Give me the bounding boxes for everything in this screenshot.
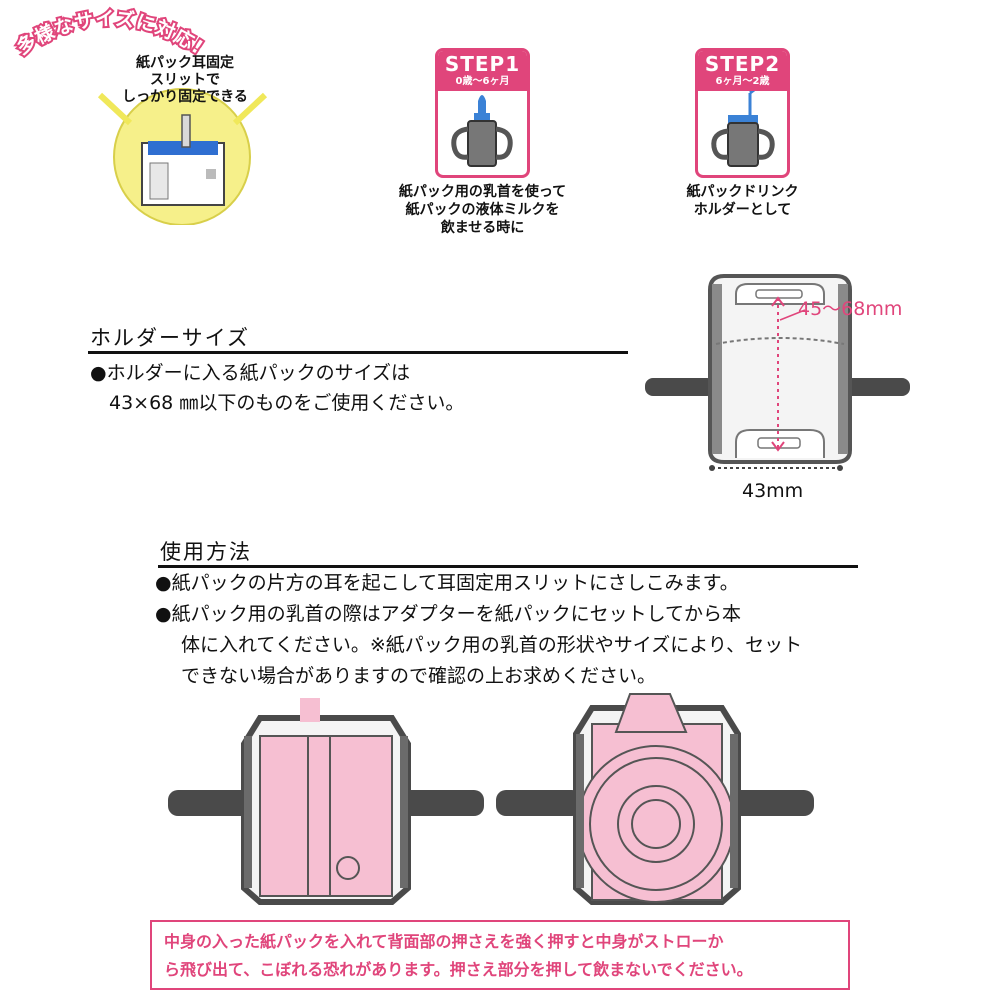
carton-adapter-front-view-illustration [496, 693, 814, 905]
holder-size-rule [88, 351, 628, 354]
usage-diagrams [168, 693, 814, 905]
usage-line: できない場合がありますので確認の上お求めください。 [181, 665, 657, 687]
step1-caption-line: 紙パックの液体ミルクを [405, 202, 560, 218]
usage-line: ●紙パックの片方の耳を起こして耳固定用スリットにさしこみます。 [155, 572, 739, 594]
size-compatibility-headline: 多様なサイズに対応! [10, 5, 208, 61]
warning-box: 中身の入った紙パックを入れて背面部の押さえを強く押すと中身がストローか ら飛び出… [150, 920, 850, 990]
step2-header: STEP2 6ヶ月～2歳 [698, 51, 787, 91]
width-dimension-label: 43mm [742, 480, 804, 502]
usage-rule [158, 565, 858, 568]
step2-card: STEP2 6ヶ月～2歳 [695, 48, 790, 178]
usage-line: ●紙パック用の乳首の際はアダプターを紙パックにセットしてから本 [155, 603, 742, 625]
holder-size-diagram [645, 274, 910, 471]
slit-caption-line: 紙パック耳固定 [136, 55, 234, 71]
nursing-bottle-cup-icon [451, 95, 513, 167]
step2-age: 6ヶ月～2歳 [715, 76, 770, 87]
step1-card: STEP1 0歳～6ヶ月 [435, 48, 530, 178]
slit-caption: 紙パック耳固定 スリットで しっかり固定できる [95, 55, 275, 106]
warning-text: 中身の入った紙パックを入れて背面部の押さえを強く押すと中身がストローか ら飛び出… [164, 928, 753, 984]
usage-line: 体に入れてください。※紙パック用の乳首の形状やサイズにより、セット [181, 634, 803, 656]
slit-caption-line: しっかり固定できる [122, 89, 248, 105]
slit-caption-line: スリットで [150, 72, 220, 88]
step2-caption-line: 紙パックドリンク [686, 184, 799, 200]
step1-caption-line: 飲ませる時に [440, 220, 525, 236]
step1-title: STEP1 [444, 52, 521, 76]
slit-closeup-illustration [97, 88, 268, 225]
step2-caption: 紙パックドリンク ホルダーとして [640, 183, 845, 219]
height-dimension-label: 45～68mm [798, 298, 903, 320]
straw-cup-icon [711, 85, 775, 167]
step1-header: STEP1 0歳～6ヶ月 [438, 51, 527, 91]
holder-size-line: ●ホルダーに入る紙パックのサイズは [90, 362, 411, 384]
step1-caption-line: 紙パック用の乳首を使って [398, 184, 567, 200]
step2-title: STEP2 [704, 52, 781, 76]
warning-line: ら飛び出て、こぼれる恐れがあります。押さえ部分を押して飲まないでください。 [164, 960, 753, 979]
holder-size-line: 43×68 ㎜以下のものをご使用ください。 [90, 392, 465, 414]
usage-text: ●紙パックの片方の耳を起こして耳固定用スリットにさしこみます。 ●紙パック用の乳… [155, 568, 802, 692]
step1-age: 0歳～6ヶ月 [455, 76, 510, 87]
carton-side-view-illustration [168, 698, 484, 905]
usage-heading: 使用方法 [160, 540, 252, 564]
holder-size-heading: ホルダーサイズ [90, 326, 250, 350]
holder-size-text: ●ホルダーに入る紙パックのサイズは 43×68 ㎜以下のものをご使用ください。 [90, 358, 464, 418]
warning-line: 中身の入った紙パックを入れて背面部の押さえを強く押すと中身がストローか [164, 932, 724, 951]
step1-caption: 紙パック用の乳首を使って 紙パックの液体ミルクを 飲ませる時に [370, 183, 595, 237]
step2-caption-line: ホルダーとして [693, 202, 792, 218]
